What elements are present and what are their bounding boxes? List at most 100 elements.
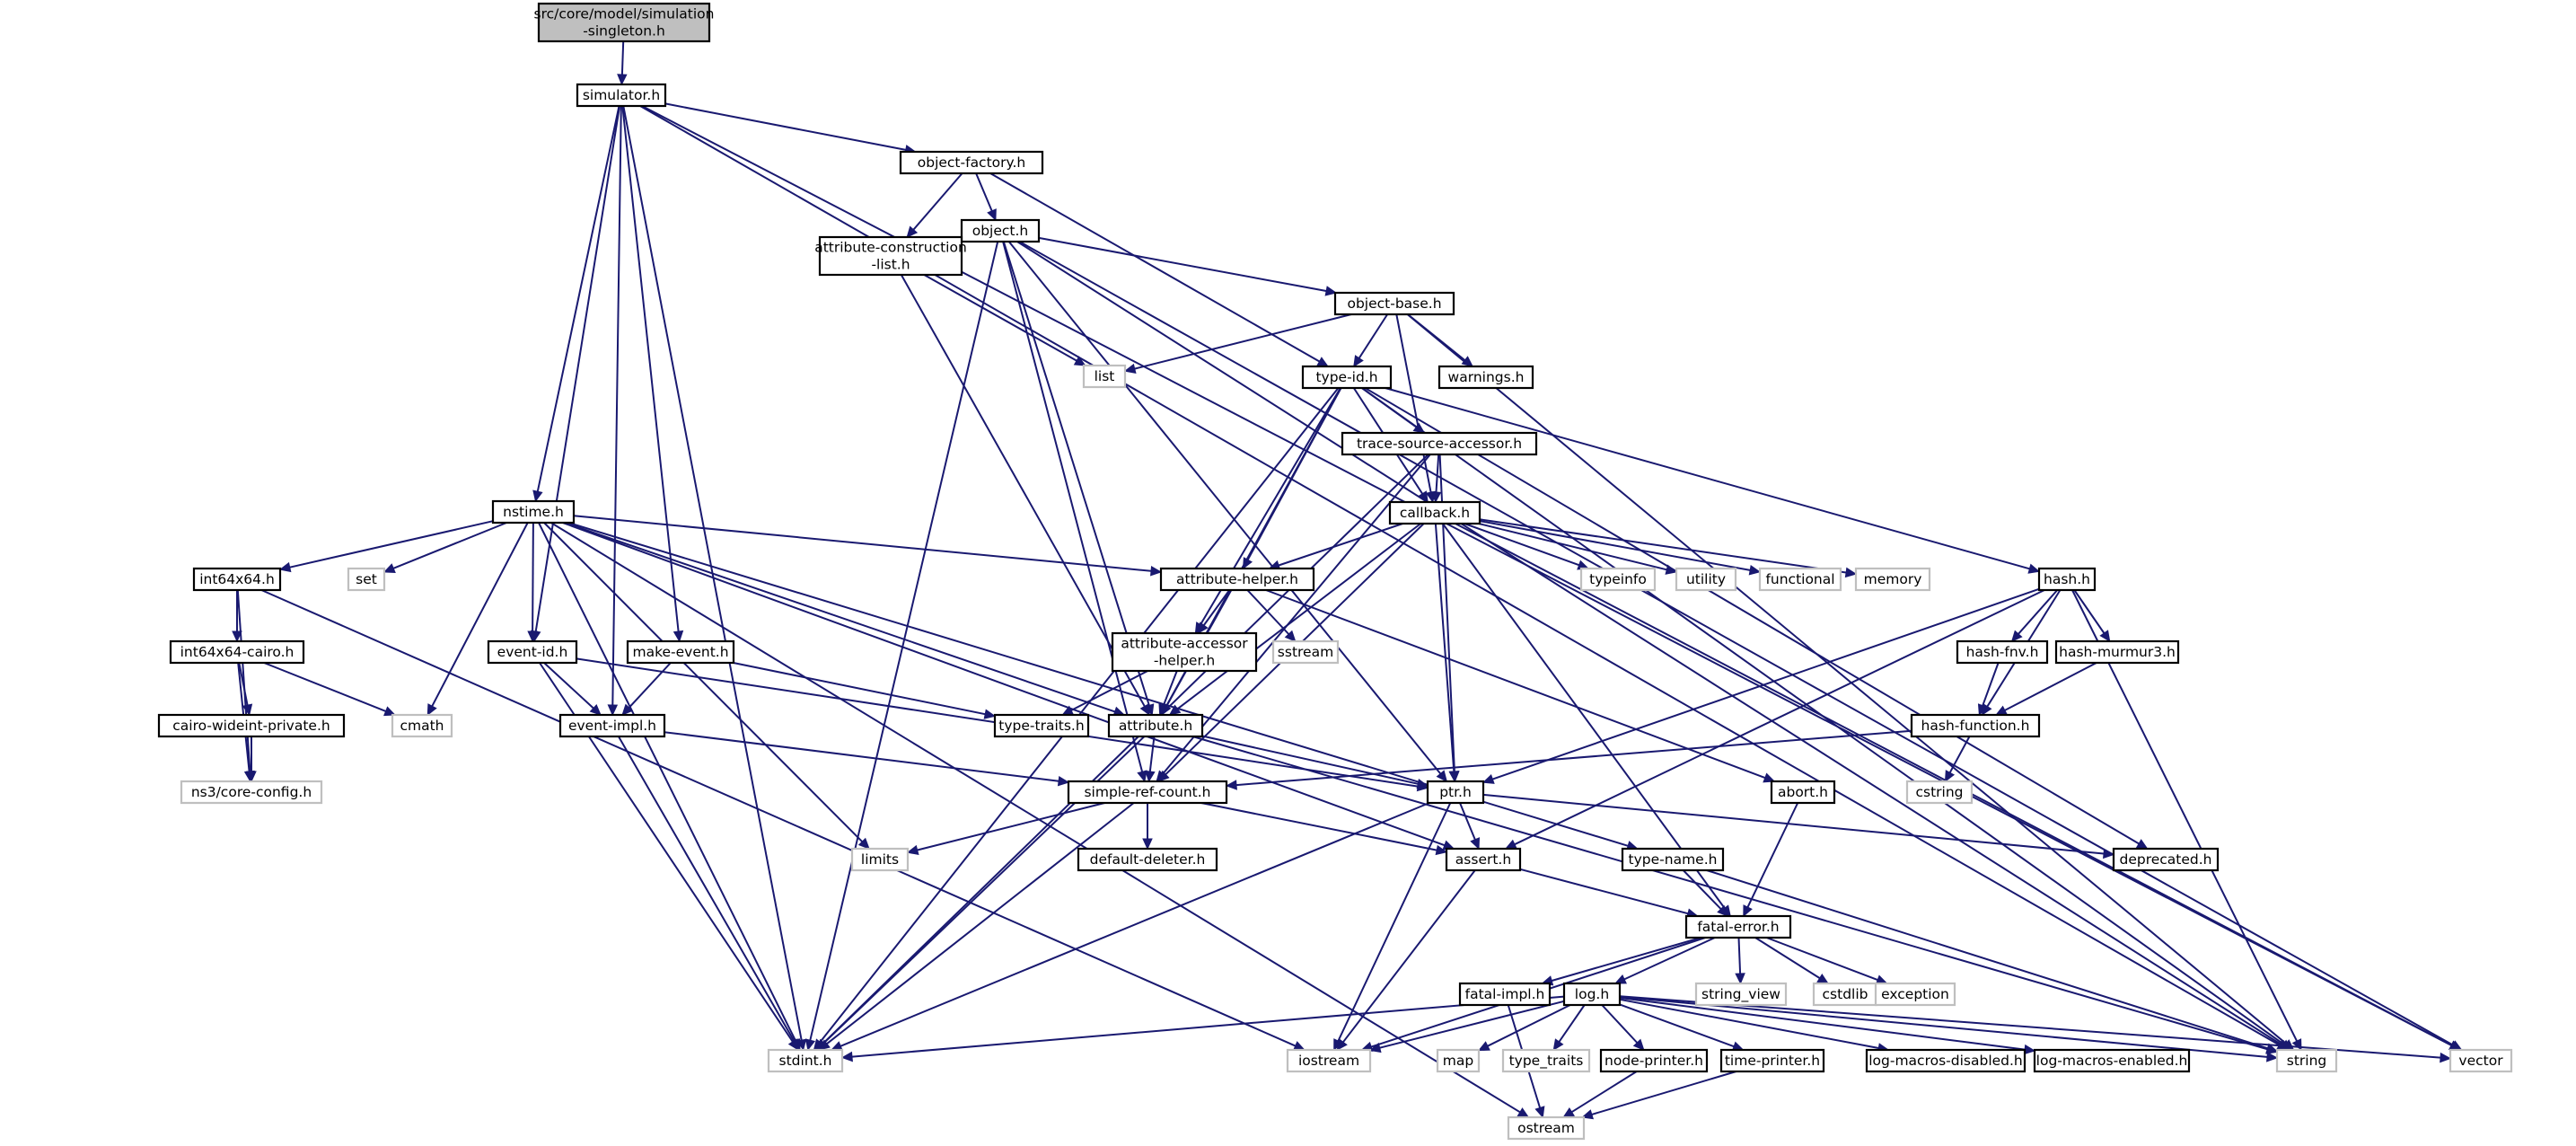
node-attr-accessor[interactable]: attribute-accessor-helper.h — [1111, 631, 1258, 673]
node-nstime[interactable]: nstime.h — [491, 499, 576, 525]
node-box — [1271, 639, 1340, 665]
edge-line — [611, 105, 622, 706]
node-box — [2033, 1048, 2191, 1073]
node-simulator[interactable]: simulator.h — [576, 83, 667, 108]
node-box — [1301, 365, 1393, 390]
node-log-disabled[interactable]: log-macros-disabled.h — [1865, 1048, 2027, 1073]
node-hash-murmur3[interactable]: hash-murmur3.h — [2054, 639, 2180, 665]
edge-int64x64-cairo-to-cairo-wideint — [238, 662, 253, 717]
edge-line — [1385, 387, 2030, 570]
arrowhead-icon — [1150, 565, 1163, 577]
edge-simple-ref-count-to-assert — [1200, 802, 1448, 856]
edge-ptr-to-assert — [1459, 802, 1481, 851]
node-time-printer[interactable]: time-printer.h — [1719, 1048, 1825, 1073]
node-label: hash-murmur3.h — [2059, 644, 2176, 660]
arrowhead-icon — [1534, 1106, 1545, 1119]
node-node-printer[interactable]: node-printer.h — [1599, 1048, 1709, 1073]
node-box — [2037, 567, 2097, 592]
edge-nstime-to-attribute-helper — [573, 515, 1163, 577]
node-box — [1579, 567, 1657, 592]
edge-hash-to-hash-fnv — [2010, 589, 2059, 642]
node-hash-fnv[interactable]: hash-fnv.h — [1956, 639, 2049, 665]
edge-line — [664, 731, 1059, 782]
arrowhead-icon — [2027, 563, 2041, 574]
node-abort[interactable]: abort.h — [1770, 780, 1836, 805]
node-default-deleter[interactable]: default-deleter.h — [1077, 847, 1218, 872]
node-int64x64-cairo[interactable]: int64x64-cairo.h — [169, 639, 305, 665]
node-object-factory[interactable]: object-factory.h — [899, 150, 1044, 175]
node-label: attribute-helper.h — [1176, 571, 1298, 587]
node-type-traits[interactable]: type-traits.h — [993, 713, 1090, 738]
node-object-base[interactable]: object-base.h — [1333, 291, 1455, 316]
edge-object-base-to-list — [1123, 313, 1352, 375]
node-trace-source[interactable]: trace-source-accessor.h — [1341, 431, 1538, 456]
node-attribute-helper[interactable]: attribute-helper.h — [1159, 567, 1315, 592]
node-callback[interactable]: callback.h — [1388, 500, 1481, 525]
node-list: list — [1082, 364, 1127, 389]
edge-fatal-error-to-exception — [1766, 937, 1888, 985]
edge-line — [1746, 802, 1799, 908]
edge-line — [1482, 793, 2105, 855]
node-hash-function[interactable]: hash-function.h — [1910, 713, 2041, 738]
node-box — [850, 847, 910, 872]
node-label: int64x64-cairo.h — [180, 644, 295, 660]
node-assert[interactable]: assert.h — [1445, 847, 1522, 872]
node-log-enabled[interactable]: log-macros-enabled.h — [2033, 1048, 2191, 1073]
arrowhead-icon — [1944, 770, 1956, 783]
node-deprecated[interactable]: deprecated.h — [2112, 847, 2220, 872]
node-box — [2275, 1048, 2338, 1073]
node-type-id[interactable]: type-id.h — [1301, 365, 1393, 390]
node-simple-ref-count[interactable]: simple-ref-count.h — [1067, 780, 1228, 805]
node-label: cairo-wideint-private.h — [172, 718, 330, 734]
node-type_traits: type_traits — [1501, 1048, 1591, 1073]
arrowhead-icon — [1436, 770, 1448, 782]
edge-log-to-time-printer — [1619, 1003, 1745, 1052]
node-vector: vector — [2449, 1048, 2513, 1073]
node-make-event[interactable]: make-event.h — [626, 639, 735, 665]
node-cairo-wideint[interactable]: cairo-wideint-private.h — [157, 713, 346, 738]
edge-object-base-to-string — [1406, 313, 2295, 1051]
edge-time-printer-to-ostream — [1581, 1071, 1736, 1120]
node-ptr[interactable]: ptr.h — [1426, 780, 1485, 805]
arrowhead-icon — [1517, 1107, 1530, 1118]
node-label: list — [1095, 368, 1115, 384]
node-event-id[interactable]: event-id.h — [487, 639, 578, 665]
node-box — [2449, 1048, 2513, 1073]
node-attribute[interactable]: attribute.h — [1107, 713, 1204, 738]
node-box — [1159, 567, 1315, 592]
node-box — [1758, 567, 1842, 592]
node-event-impl[interactable]: event-impl.h — [558, 713, 666, 738]
edge-line — [1948, 736, 1971, 773]
edge-object-to-simple-ref-count — [1002, 241, 1147, 783]
edge-object-factory-to-attr-construction — [906, 172, 963, 238]
node-hash[interactable]: hash.h — [2037, 567, 2097, 592]
node-exception: exception — [1874, 982, 1956, 1007]
edge-line — [534, 105, 621, 632]
arrowhead-icon — [2291, 1038, 2302, 1052]
node-box — [180, 780, 323, 805]
node-label: cstring — [1915, 784, 1963, 800]
node-fatal-impl[interactable]: fatal-impl.h — [1458, 982, 1552, 1007]
edge-line — [1754, 937, 1821, 979]
edge-line — [1395, 313, 1432, 493]
arrowhead-icon — [1242, 557, 1253, 570]
node-box — [1956, 639, 2049, 665]
edge-type-name-to-fatal-error — [1682, 869, 1729, 917]
node-label: log-macros-enabled.h — [2036, 1053, 2188, 1069]
node-type-name[interactable]: type-name.h — [1621, 847, 1725, 872]
node-fatal-error[interactable]: fatal-error.h — [1684, 914, 1792, 939]
node-attr-construction[interactable]: attribute-construction-list.h — [814, 235, 967, 277]
edge-callback-to-ptr — [1434, 523, 1460, 783]
arrowhead-icon — [818, 1039, 831, 1051]
edge-line — [1358, 313, 1389, 359]
node-label: stdint.h — [779, 1053, 832, 1069]
node-warnings[interactable]: warnings.h — [1437, 365, 1534, 390]
node-int64x64[interactable]: int64x64.h — [192, 567, 282, 592]
edge-line — [1002, 241, 1150, 706]
node-label: nstime.h — [503, 504, 564, 520]
arrowhead-icon — [1416, 779, 1429, 789]
node-log[interactable]: log.h — [1562, 982, 1622, 1007]
node-label: event-id.h — [497, 644, 568, 660]
arrowhead-icon — [1735, 973, 1745, 985]
node-object[interactable]: object.h — [960, 218, 1041, 243]
